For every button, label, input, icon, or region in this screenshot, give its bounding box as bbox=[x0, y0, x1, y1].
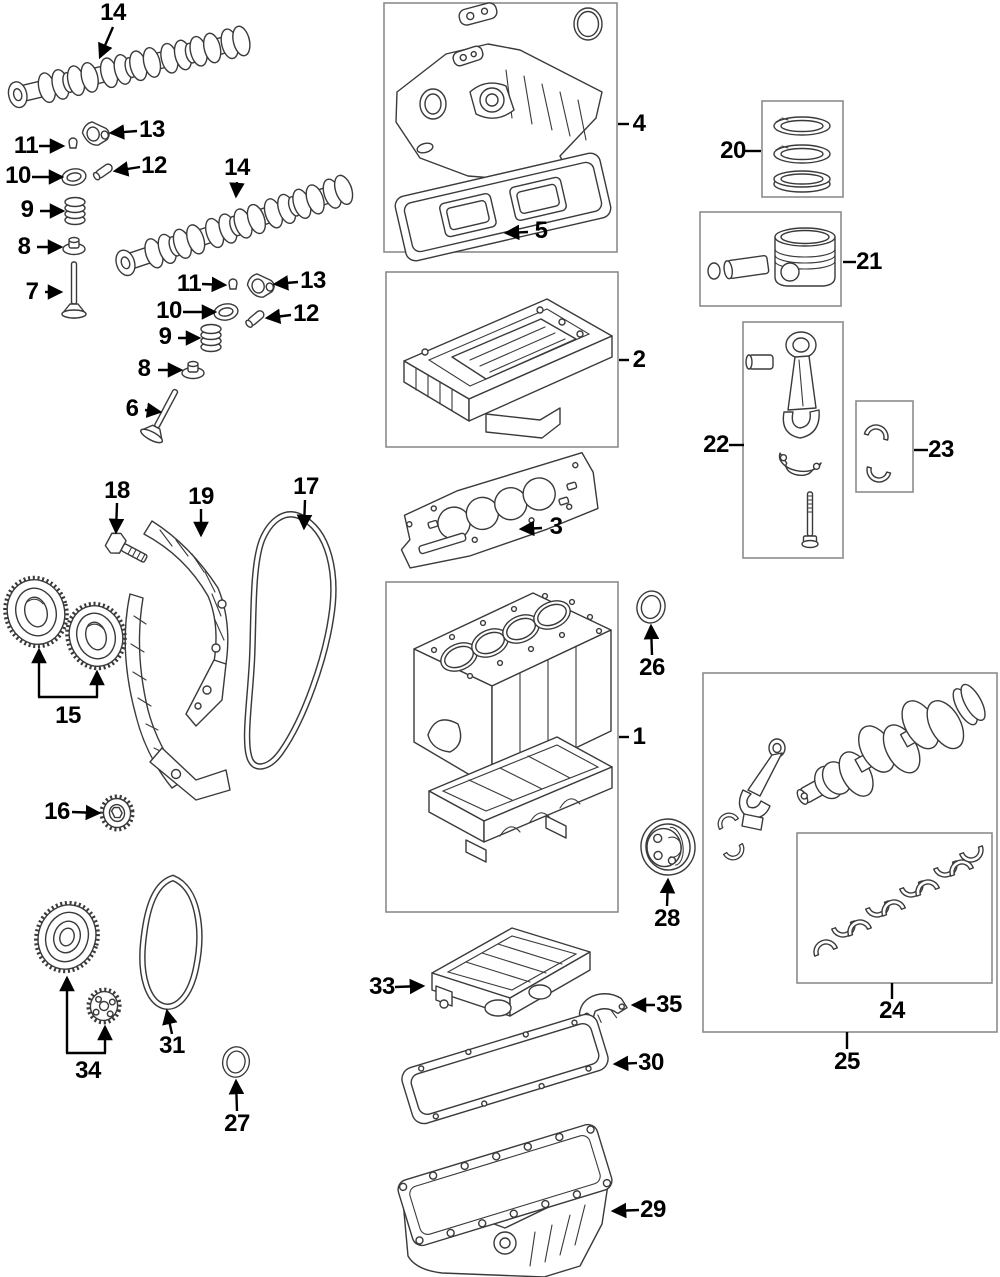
connecting-rod-drawing bbox=[745, 331, 822, 549]
callout-13-rocker-upper: 13 bbox=[139, 116, 165, 143]
callout-9-spring-upper: 9 bbox=[20, 196, 34, 223]
callout-11-keeper-lower: 11 bbox=[176, 270, 202, 297]
callout-12-adjuster-lower: 12 bbox=[293, 300, 319, 327]
valvetrain-upper-drawing bbox=[60, 117, 115, 319]
callout-18-guide-bolt: 18 bbox=[104, 477, 130, 504]
head-gasket-drawing bbox=[400, 451, 599, 569]
callout-33-oil-pump: 33 bbox=[369, 973, 395, 1000]
crankshaft-assembly-drawing bbox=[713, 683, 986, 865]
oil-pan-gasket-drawing bbox=[401, 1013, 609, 1125]
callout-2-cylinder-head: 2 bbox=[632, 346, 646, 373]
callout-10-seat-upper: 10 bbox=[5, 162, 31, 189]
callout-31-balance-chain: 31 bbox=[159, 1032, 185, 1059]
callout-5-cover-gasket: 5 bbox=[534, 217, 548, 244]
callout-20-ring-set: 20 bbox=[720, 137, 746, 164]
callout-24-main-bearings: 24 bbox=[879, 997, 905, 1024]
callout-29-oil-pan: 29 bbox=[640, 1196, 666, 1223]
group-boxes bbox=[383, 2, 998, 1033]
callout-25-crankshaft: 25 bbox=[834, 1048, 860, 1075]
shaft-seal-drawing bbox=[219, 1044, 253, 1080]
balance-sprockets-drawing bbox=[34, 900, 122, 1025]
callout-8-seal-upper: 8 bbox=[17, 233, 31, 260]
oil-pump-drawing bbox=[431, 927, 591, 1017]
callout-8-seal-lower: 8 bbox=[137, 355, 151, 382]
balance-chain-drawing bbox=[139, 874, 203, 1010]
main-bearing-set-drawing bbox=[809, 845, 988, 957]
callout-19-chain-guides: 19 bbox=[188, 483, 214, 510]
callout-14-camshaft-lower: 14 bbox=[224, 154, 250, 181]
chain-guides-drawing bbox=[124, 520, 231, 801]
callout-35-pump-bracket: 35 bbox=[656, 991, 682, 1018]
camshaft-sprockets-drawing bbox=[3, 575, 127, 671]
callout-26-front-seal: 26 bbox=[639, 654, 665, 681]
front-seal-drawing bbox=[633, 587, 669, 627]
callout-11-keeper-upper: 11 bbox=[13, 132, 39, 159]
callout-30-pan-gasket: 30 bbox=[638, 1049, 664, 1076]
callout-13-rocker-lower: 13 bbox=[300, 267, 326, 294]
callout-10-seat-lower: 10 bbox=[156, 297, 182, 324]
rod-bearings-drawing bbox=[863, 421, 892, 486]
callout-34-balance-sprockets: 34 bbox=[75, 1057, 101, 1084]
leader-lines bbox=[31, 26, 928, 1219]
camshaft-lower-drawing bbox=[111, 172, 357, 281]
callout-12-adjuster-upper: 12 bbox=[141, 152, 167, 179]
piston-drawing bbox=[707, 227, 836, 287]
valve-cover-gasket-drawing bbox=[394, 152, 612, 262]
crankshaft-pulley-drawing bbox=[640, 818, 696, 876]
guide-bolt-drawing bbox=[104, 532, 148, 563]
callout-3-head-gasket: 3 bbox=[549, 513, 563, 540]
oil-pan-drawing bbox=[397, 1123, 613, 1277]
callout-17-timing-chain: 17 bbox=[293, 473, 319, 500]
callout-22-connecting-rod: 22 bbox=[703, 431, 729, 458]
callout-15-cam-sprockets: 15 bbox=[55, 702, 81, 729]
valve-cover-drawing bbox=[394, 2, 612, 262]
callout-28-crank-pulley: 28 bbox=[654, 905, 680, 932]
callout-9-spring-lower: 9 bbox=[158, 323, 172, 350]
callout-7-valve: 7 bbox=[25, 278, 39, 305]
timing-chain-drawing bbox=[243, 511, 337, 770]
callout-27-shaft-seal: 27 bbox=[224, 1110, 250, 1137]
callout-6-valve: 6 bbox=[125, 395, 139, 422]
piston-ring-set-drawing bbox=[773, 116, 831, 193]
camshaft-upper-drawing bbox=[4, 23, 254, 113]
callout-16-crank-sprocket: 16 bbox=[44, 798, 70, 825]
callout-14-camshaft-upper: 14 bbox=[100, 0, 126, 26]
crankshaft-sprocket-drawing bbox=[99, 794, 135, 832]
engine-block-drawing bbox=[413, 592, 613, 863]
cylinder-head-drawing bbox=[403, 298, 613, 439]
callout-1-engine-block: 1 bbox=[632, 723, 646, 750]
callout-4-valve-cover: 4 bbox=[632, 110, 646, 137]
callout-21-piston: 21 bbox=[856, 248, 882, 275]
callout-23-rod-bearings: 23 bbox=[928, 436, 954, 463]
